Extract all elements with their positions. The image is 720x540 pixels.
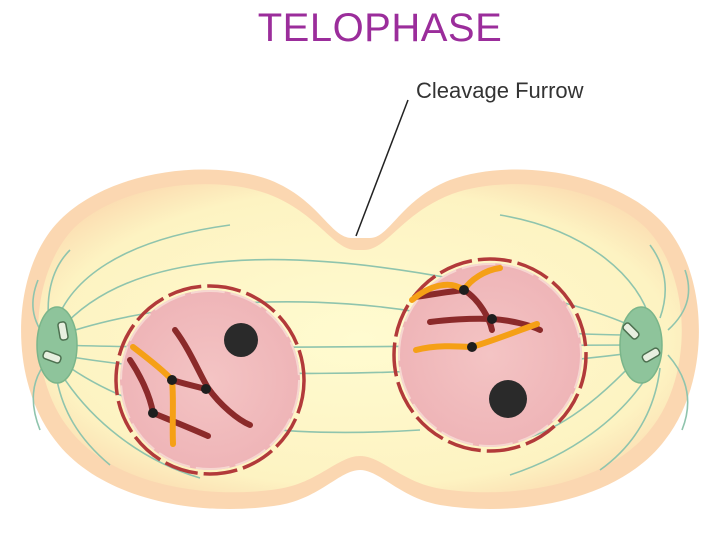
cleavage-furrow-label: Cleavage Furrow — [416, 78, 584, 103]
centrosome-left — [36, 306, 78, 384]
nucleus-left — [114, 284, 306, 476]
centrosome-right — [619, 306, 663, 384]
centriole-icon — [622, 322, 661, 363]
slide-title: TELOPHASE — [257, 6, 503, 50]
nucleolus — [224, 323, 258, 357]
cleavage-furrow-leader — [355, 99, 409, 237]
nucleolus — [489, 380, 527, 418]
centromeres — [459, 285, 497, 352]
centriole-icon — [42, 321, 69, 364]
nucleus-right — [392, 257, 588, 453]
dividing-cell — [21, 169, 699, 509]
centromeres — [148, 375, 211, 418]
